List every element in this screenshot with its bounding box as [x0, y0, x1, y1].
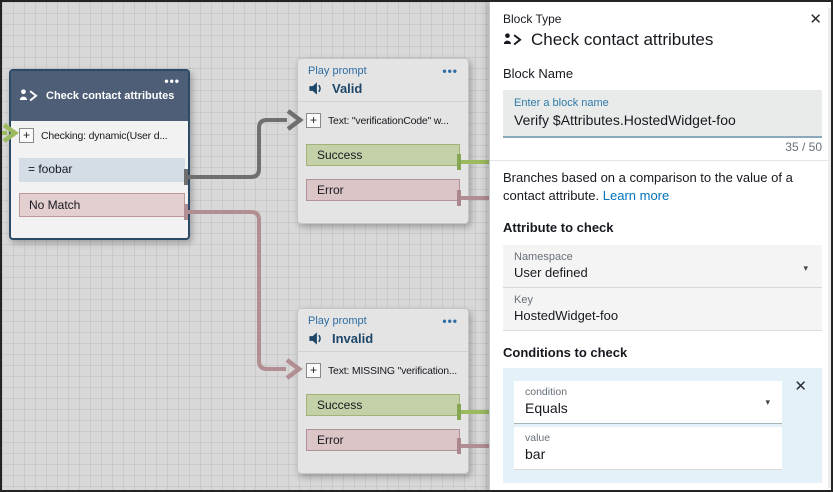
- block-header[interactable]: Play prompt ••• Invalid: [298, 309, 468, 352]
- flow-canvas[interactable]: Check contact attributes ••• + Checking:…: [2, 2, 490, 490]
- panel-title: Check contact attributes: [531, 30, 714, 49]
- block-title: Check contact attributes: [46, 89, 175, 102]
- checking-row-label: Checking: dynamic(User d...: [41, 129, 168, 142]
- branch-row-error[interactable]: Error: [306, 429, 460, 451]
- branch-row-success[interactable]: Success: [306, 394, 460, 416]
- value-value: bar: [525, 445, 546, 462]
- expand-plus-icon[interactable]: +: [306, 363, 321, 378]
- branch-row-success[interactable]: Success: [306, 144, 460, 166]
- block-type-label: Play prompt: [308, 315, 367, 327]
- value-label: value: [525, 431, 551, 444]
- learn-more-link[interactable]: Learn more: [602, 188, 670, 204]
- condition-card: ✕ condition Equals ▾ value bar: [503, 367, 822, 483]
- block-name-value[interactable]: Verify $Attributes.HostedWidget-foo: [514, 112, 736, 128]
- chevron-down-icon[interactable]: ▾: [803, 262, 808, 273]
- text-row-label: Text: "verificationCode" w...: [328, 114, 449, 127]
- speaker-icon: [309, 332, 321, 345]
- block-name-label: Invalid: [332, 331, 374, 346]
- attribute-fields: Namespace User defined ▾ Key HostedWidge…: [503, 244, 822, 331]
- key-label: Key: [514, 293, 533, 306]
- attribute-to-check-heading: Attribute to check: [503, 219, 614, 235]
- condition-value: Equals: [525, 399, 568, 416]
- check-contact-attributes-icon: [19, 89, 38, 102]
- block-properties-panel: Block Type ✕ Check contact attributes Bl…: [489, 2, 831, 490]
- remove-condition-icon[interactable]: ✕: [794, 377, 807, 395]
- namespace-value: User defined: [514, 264, 588, 280]
- check-contact-attributes-icon: [503, 33, 522, 46]
- branch-row-foobar[interactable]: = foobar: [19, 158, 185, 182]
- expand-plus-icon[interactable]: +: [19, 128, 34, 143]
- block-name-label: Valid: [332, 81, 363, 96]
- condition-value-input[interactable]: value bar: [514, 426, 782, 470]
- divider: [490, 160, 831, 161]
- text-row: + Text: "verificationCode" w...: [306, 113, 464, 128]
- text-row: + Text: MISSING "verification...: [306, 363, 464, 378]
- block-type-label: Play prompt: [308, 65, 367, 77]
- block-menu-dots-icon[interactable]: •••: [442, 64, 458, 78]
- block-name-input[interactable]: Enter a block name Verify $Attributes.Ho…: [503, 90, 822, 138]
- text-row-label: Text: MISSING "verification...: [328, 364, 458, 377]
- conditions-to-check-heading: Conditions to check: [503, 344, 628, 360]
- branch-row-error[interactable]: Error: [306, 179, 460, 201]
- condition-label: condition: [525, 385, 568, 398]
- expand-plus-icon[interactable]: +: [306, 113, 321, 128]
- block-header[interactable]: Play prompt ••• Valid: [298, 59, 468, 102]
- panel-scrollbar[interactable]: [828, 8, 831, 488]
- block-check-contact-attributes[interactable]: Check contact attributes ••• + Checking:…: [9, 69, 190, 240]
- block-name-label: Block Name: [503, 66, 574, 81]
- branch-row-no-match[interactable]: No Match: [19, 193, 185, 217]
- block-name-placeholder: Enter a block name: [514, 97, 609, 109]
- condition-select[interactable]: condition Equals ▾: [514, 380, 782, 424]
- close-icon[interactable]: ✕: [809, 11, 822, 28]
- namespace-label: Namespace: [514, 250, 573, 263]
- namespace-select[interactable]: Namespace User defined ▾: [503, 245, 822, 287]
- block-type-label: Block Type: [503, 12, 562, 26]
- key-value: HostedWidget-foo: [514, 307, 619, 323]
- block-menu-dots-icon[interactable]: •••: [442, 314, 458, 328]
- speaker-icon: [309, 82, 321, 95]
- description-text: Branches based on a comparison to the va…: [503, 170, 793, 204]
- key-input[interactable]: Key HostedWidget-foo: [503, 286, 822, 330]
- block-header[interactable]: Check contact attributes •••: [11, 71, 188, 121]
- block-play-prompt-invalid[interactable]: Play prompt ••• Invalid + Text: MISSING …: [297, 308, 469, 474]
- block-play-prompt-valid[interactable]: Play prompt ••• Valid + Text: "verificat…: [297, 58, 469, 224]
- chevron-down-icon[interactable]: ▾: [765, 396, 770, 407]
- char-counter: 35 / 50: [785, 140, 822, 154]
- block-menu-dots-icon[interactable]: •••: [164, 74, 180, 88]
- checking-row: + Checking: dynamic(User d...: [19, 128, 184, 143]
- block-description: Branches based on a comparison to the va…: [503, 169, 822, 206]
